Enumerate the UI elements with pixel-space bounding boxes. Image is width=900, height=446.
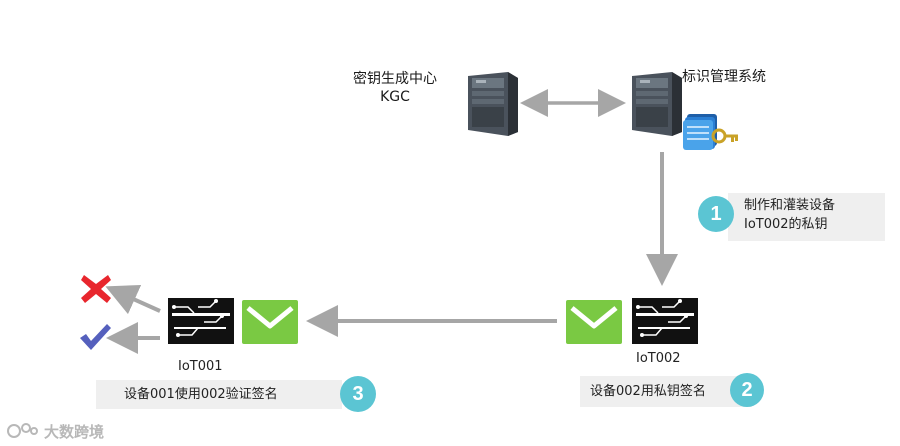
step-3-badge: 3 (340, 376, 376, 412)
step-2-note: 设备002用私钥签名 (580, 376, 752, 407)
step-3-note: 设备001使用002验证签名 (96, 380, 342, 409)
x-mark-icon (81, 275, 111, 303)
check-mark-icon (80, 324, 111, 350)
kgc-abbr: KGC (380, 89, 410, 105)
step-1-line-2: IoT002的私钥 (744, 217, 828, 232)
step-2-badge: 2 (730, 373, 764, 407)
to-fail-arrow (105, 284, 161, 315)
iot001-envelope-icon (242, 300, 298, 344)
kgc-label: 密钥生成中心 KGC (336, 70, 454, 106)
watermark-text: 大数跨境 (44, 423, 105, 441)
key-cards-icon (683, 114, 738, 150)
step-1-note: 制作和灌装设备 IoT002的私钥 (728, 193, 885, 241)
ims-server-icon (632, 72, 682, 136)
kgc-server-icon (468, 72, 518, 136)
iot002-device-icon (632, 298, 698, 344)
watermark-logo-icon (7, 423, 38, 438)
iot001-device-icon (168, 298, 234, 344)
iot002-label: IoT002 (636, 351, 681, 366)
ims-label: 标识管理系统 (682, 69, 766, 85)
kgc-title: 密钥生成中心 (353, 71, 437, 87)
step-1-line-1: 制作和灌装设备 (744, 198, 836, 213)
iot002-envelope-icon (566, 300, 622, 344)
step-1-badge: 1 (698, 196, 734, 232)
iot001-label: IoT001 (178, 359, 223, 374)
